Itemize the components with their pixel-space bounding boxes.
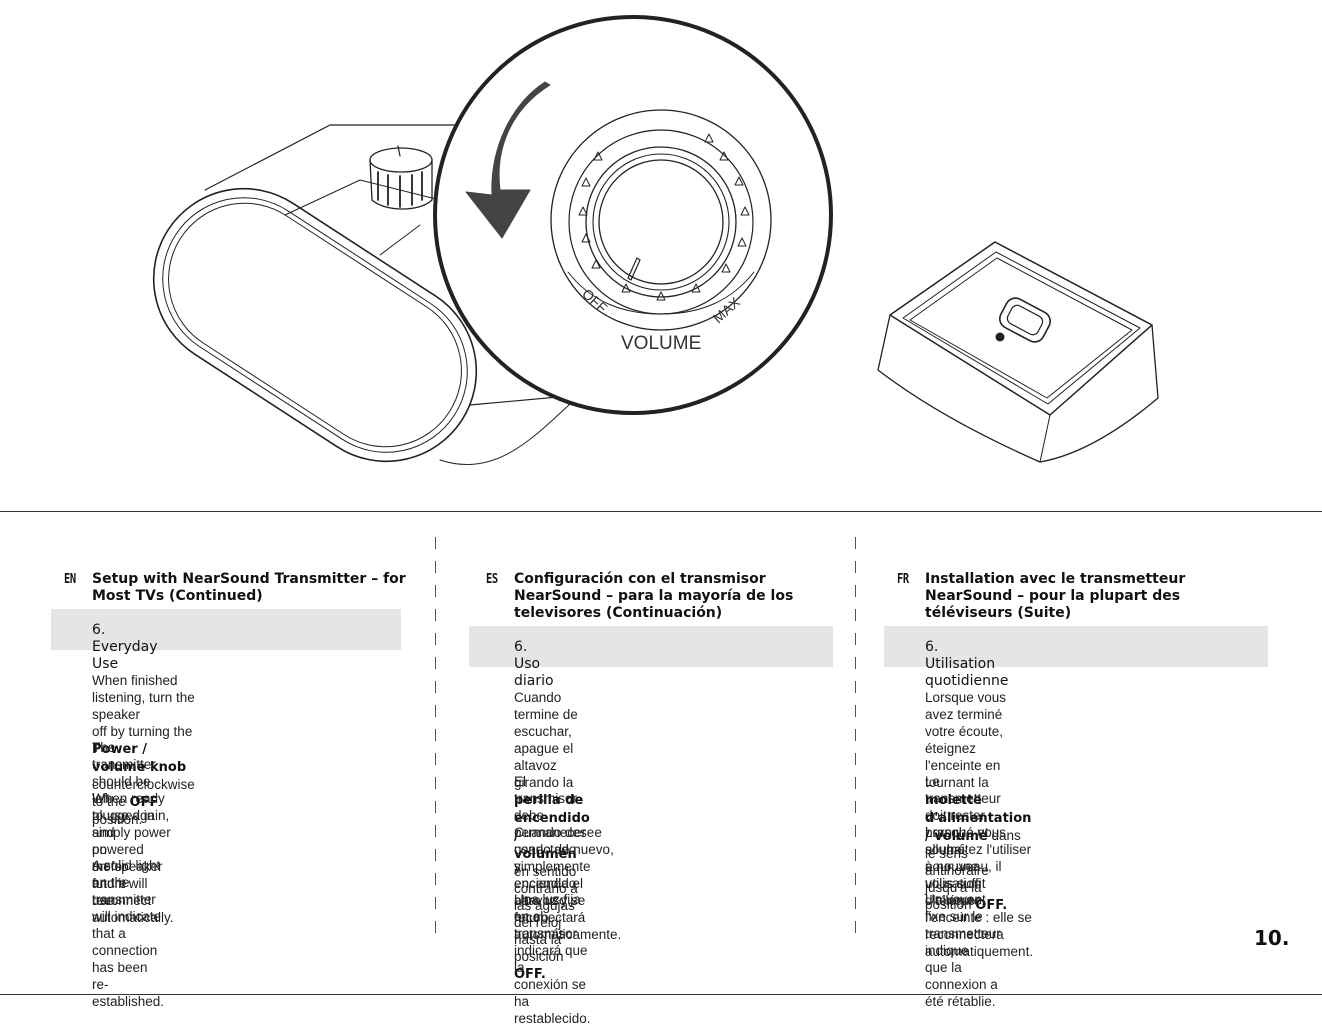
paragraph-3-en: When ready to use again, simply power on…: [92, 790, 174, 926]
subsection-band-es: [469, 626, 833, 667]
counterclockwise-arrow-icon: [465, 81, 551, 239]
emphasis: OFF: [129, 795, 159, 810]
text: que la connexion a été rétablie.: [925, 960, 998, 1009]
subsection-title-en: 6. Everyday Use: [92, 622, 158, 672]
emphasis: perilla de encendido /: [514, 793, 590, 844]
paragraph-1-en: When finished listening, turn the speake…: [92, 672, 195, 828]
bottom-rule: [0, 994, 1322, 995]
text: reconnectera automatiquement.: [925, 927, 1034, 959]
paragraph-3-fr: Lorsque vous souhaitez l'utiliser à nouv…: [925, 824, 1033, 960]
page-number: 10.: [1254, 926, 1290, 950]
text: the speaker and it will reconnect: [92, 859, 163, 908]
text: Un voyant fixe sur le transmetteur indiq…: [925, 892, 1001, 958]
section-heading-fr: Installation avec le transmetteur NearSo…: [925, 571, 1245, 622]
paragraph-1-es: Cuando termine de escuchar, apague el al…: [514, 689, 590, 983]
emphasis: volumen: [514, 847, 577, 862]
subsection-title-es: 6. Uso diario: [514, 639, 554, 689]
emphasis: d'alimentation / volume: [925, 811, 1032, 844]
paragraph-3-es: Cuando desee usarlo de nuevo, simplement…: [514, 824, 621, 943]
text: éteignez l'enceinte en tournant la: [925, 741, 1001, 790]
text: simplemente encienda el altavoz y se: [514, 859, 591, 908]
paragraph-4-es: Una luz fija en el transmisor indicará q…: [514, 891, 591, 1027]
text: y encendido para uso futuro.: [514, 859, 577, 925]
paragraph-2-fr: Le transmetteur doit rester branché et a…: [925, 773, 1001, 909]
text: Le transmetteur doit rester branché et a…: [925, 774, 1001, 857]
emphasis: Power / volume knob: [92, 742, 187, 775]
text: counterclockwise to the: [92, 777, 195, 809]
emphasis: molette: [925, 793, 982, 808]
text: The transmitter should be left plugged i…: [92, 740, 156, 823]
text: Lorsque vous avez terminé votre écoute,: [925, 690, 1007, 739]
text: that a connection has been re-establishe…: [92, 926, 165, 1009]
text: When ready to use again, simply power on: [92, 791, 171, 857]
heading-line: Installation avec le transmetteur: [925, 571, 1186, 587]
text: off by turning the: [92, 724, 193, 739]
text: altavoz girando la: [514, 758, 574, 790]
text: Lorsque vous souhaitez l'utiliser à nouv…: [925, 825, 1032, 874]
text: reconectará automáticamente.: [514, 910, 622, 942]
text: vous suffit d'allumer l'enceinte : elle …: [925, 876, 1032, 925]
text: antihoraire jusqu'à la position: [925, 863, 989, 912]
subsection-band-fr: [884, 626, 1268, 667]
text: position.: [92, 812, 143, 827]
text: pour une utilisation ultérieure.: [925, 859, 986, 908]
heading-line: Configuración con el transmisor: [514, 571, 766, 587]
text: del reloj hasta la posición: [514, 915, 564, 964]
heading-line: NearSound – pour la plupart des: [925, 588, 1181, 604]
text: A solid light on the transmitter will in…: [92, 858, 162, 924]
text: Una luz fija en el transmisor indicará q…: [514, 892, 588, 975]
text: automatically.: [92, 910, 174, 925]
text: Cuando termine de escuchar, apague el: [514, 690, 578, 756]
language-code-en: EN: [64, 572, 76, 587]
text: El transmisor debe permanecer conectado: [514, 774, 587, 857]
text: When finished listening, turn the speake…: [92, 673, 195, 722]
subsection-band-en: [51, 609, 401, 650]
transmitter-drawing: [877, 241, 1159, 463]
heading-line: Most TVs (Continued): [92, 588, 263, 604]
heading-line: televisores (Continuación): [514, 605, 723, 621]
heading-line: Setup with NearSound Transmitter – for: [92, 571, 406, 587]
emphasis: OFF.: [975, 898, 1008, 913]
heading-line: NearSound – para la mayoría de los: [514, 588, 794, 604]
paragraph-4-en: A solid light on the transmitter will in…: [92, 857, 164, 1010]
column-divider-2: [855, 537, 856, 935]
product-illustration: OFF MAX VOLUME: [152, 15, 1159, 466]
column-divider-1: [435, 537, 436, 935]
emphasis: OFF.: [514, 967, 546, 982]
language-code-fr: FR: [897, 572, 909, 587]
paragraph-1-fr: Lorsque vous avez terminé votre écoute, …: [925, 689, 1031, 914]
speaker-drawing: [152, 124, 581, 466]
text: Cuando desee usarlo de nuevo,: [514, 825, 614, 857]
knob-volume-label: VOLUME: [621, 333, 701, 354]
section-heading-en: Setup with NearSound Transmitter – for M…: [92, 571, 412, 605]
paragraph-2-en: The transmitter should be left plugged i…: [92, 739, 156, 909]
text: en sentido contrario a las agujas: [514, 864, 578, 913]
heading-line: téléviseurs (Suite): [925, 605, 1072, 621]
paragraph-2-es: El transmisor debe permanecer conectado …: [514, 773, 586, 926]
text: dans le sens: [925, 828, 1021, 861]
subsection-title-fr: 6. Utilisation quotidienne: [925, 639, 1009, 689]
volume-knob-zoom: [433, 15, 833, 415]
section-heading-es: Configuración con el transmisor NearSoun…: [514, 571, 834, 622]
text: and powered on for future use.: [92, 825, 144, 908]
language-code-es: ES: [486, 572, 498, 587]
text: conexión se ha restablecido.: [514, 977, 591, 1026]
paragraph-4-fr: Un voyant fixe sur le transmetteur indiq…: [925, 891, 1001, 1010]
top-rule: [0, 511, 1322, 512]
